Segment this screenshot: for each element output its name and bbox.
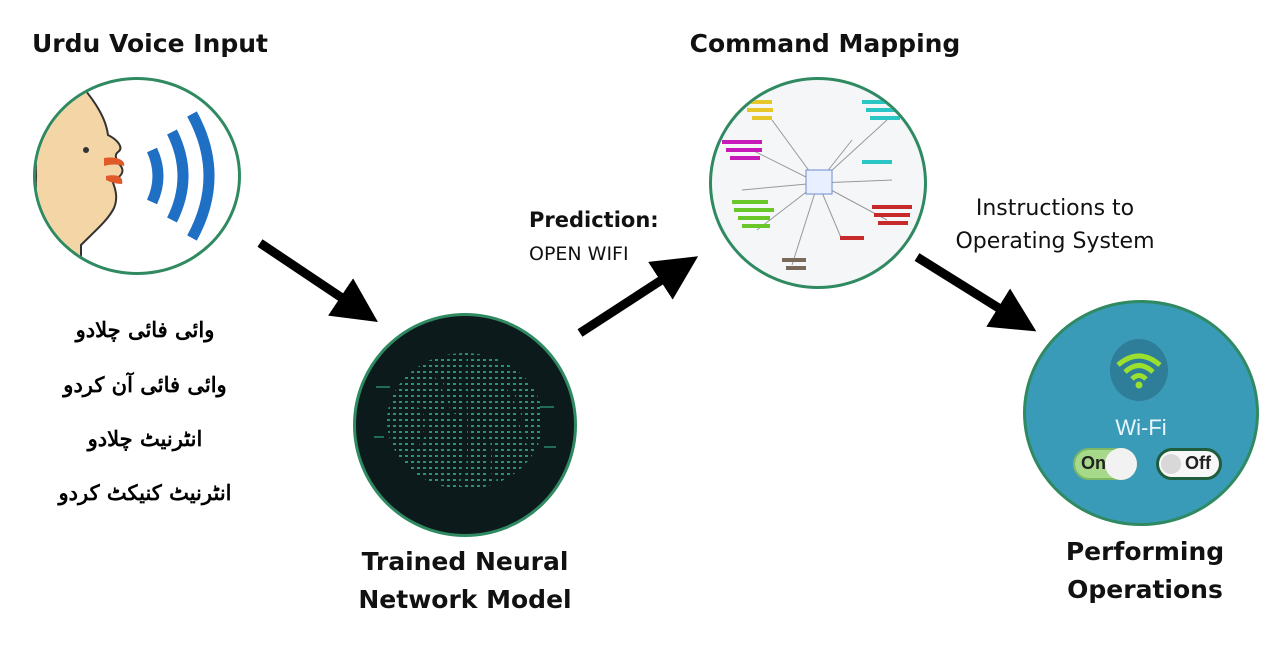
wifi-label: Wi-Fi <box>1115 415 1167 440</box>
urdu-command-4: انٹرنیٹ کنیکٹ کردو <box>58 480 232 505</box>
urdu-command-2: وائی فائی آن کردو <box>63 372 227 397</box>
speaking-face-icon <box>36 83 215 272</box>
brain-icon <box>374 353 556 489</box>
wifi-off-knob <box>1161 454 1181 474</box>
command-mapping-title: Command Mapping <box>689 29 961 58</box>
prediction-value: OPEN WIFI <box>529 243 629 265</box>
prediction-label: Prediction: <box>529 208 659 232</box>
mind-map-icon <box>722 100 912 270</box>
wifi-on-knob <box>1105 448 1137 480</box>
neural-network-title-line1: Trained Neural <box>361 547 569 576</box>
wifi-operations-circle: Wi-Fi On Off <box>1023 300 1259 526</box>
arrow-voice-to-model <box>257 239 378 323</box>
urdu-command-3: انٹرنیٹ چلادو <box>87 426 203 451</box>
voice-input-circle <box>33 77 241 275</box>
wifi-on-label: On <box>1081 453 1106 473</box>
wifi-icon <box>1116 353 1162 389</box>
neural-network-title-line2: Network Model <box>358 585 572 614</box>
wifi-off-label: Off <box>1185 453 1211 473</box>
performing-operations-title-line1: Performing <box>1065 537 1225 566</box>
command-mapping-circle <box>709 77 927 289</box>
arrow-model-to-mapping <box>577 256 699 337</box>
urdu-command-1: وائی فائی چلادو <box>75 317 215 342</box>
arrow-mapping-to-operations <box>914 253 1037 332</box>
instructions-line2: Operating System <box>955 229 1155 254</box>
wifi-icon-badge <box>1110 339 1168 401</box>
wifi-on-toggle[interactable]: On <box>1073 448 1137 480</box>
neural-network-circle <box>353 313 577 537</box>
performing-operations-title-line2: Operations <box>1067 575 1223 604</box>
wifi-off-toggle[interactable]: Off <box>1156 448 1222 480</box>
voice-input-title: Urdu Voice Input <box>32 29 268 58</box>
instructions-line1: Instructions to <box>975 196 1135 221</box>
